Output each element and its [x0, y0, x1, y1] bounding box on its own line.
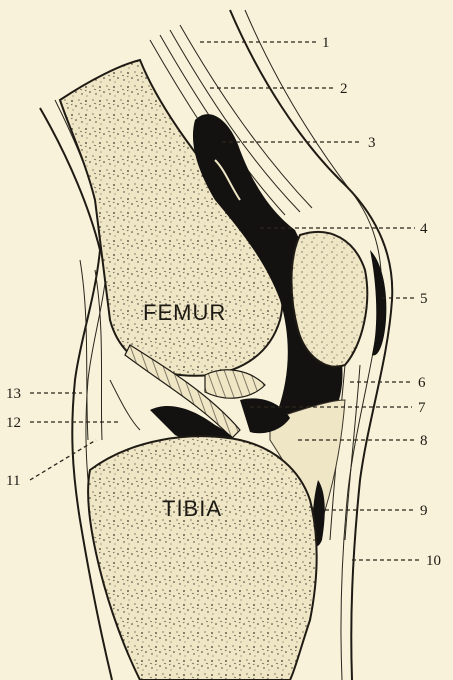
leader-line-11 — [30, 440, 96, 480]
label-10: 10 — [426, 553, 441, 569]
meniscus-lens — [205, 370, 265, 398]
tibia-label: TIBIA — [162, 496, 222, 521]
femur-label: FEMUR — [143, 300, 226, 325]
label-7: 7 — [418, 400, 426, 416]
label-8: 8 — [420, 433, 428, 449]
prepatellar-bursa — [370, 250, 386, 355]
label-11: 11 — [6, 473, 20, 489]
label-12: 12 — [6, 415, 21, 431]
label-3: 3 — [368, 135, 376, 151]
label-2: 2 — [340, 81, 348, 97]
posterior-muscle-line — [95, 270, 102, 440]
label-1: 1 — [322, 35, 330, 51]
label-13: 13 — [6, 386, 21, 402]
label-9: 9 — [420, 503, 428, 519]
label-4: 4 — [420, 221, 428, 237]
label-5: 5 — [420, 291, 428, 307]
label-6: 6 — [418, 375, 426, 391]
tibia-bone — [88, 436, 317, 680]
